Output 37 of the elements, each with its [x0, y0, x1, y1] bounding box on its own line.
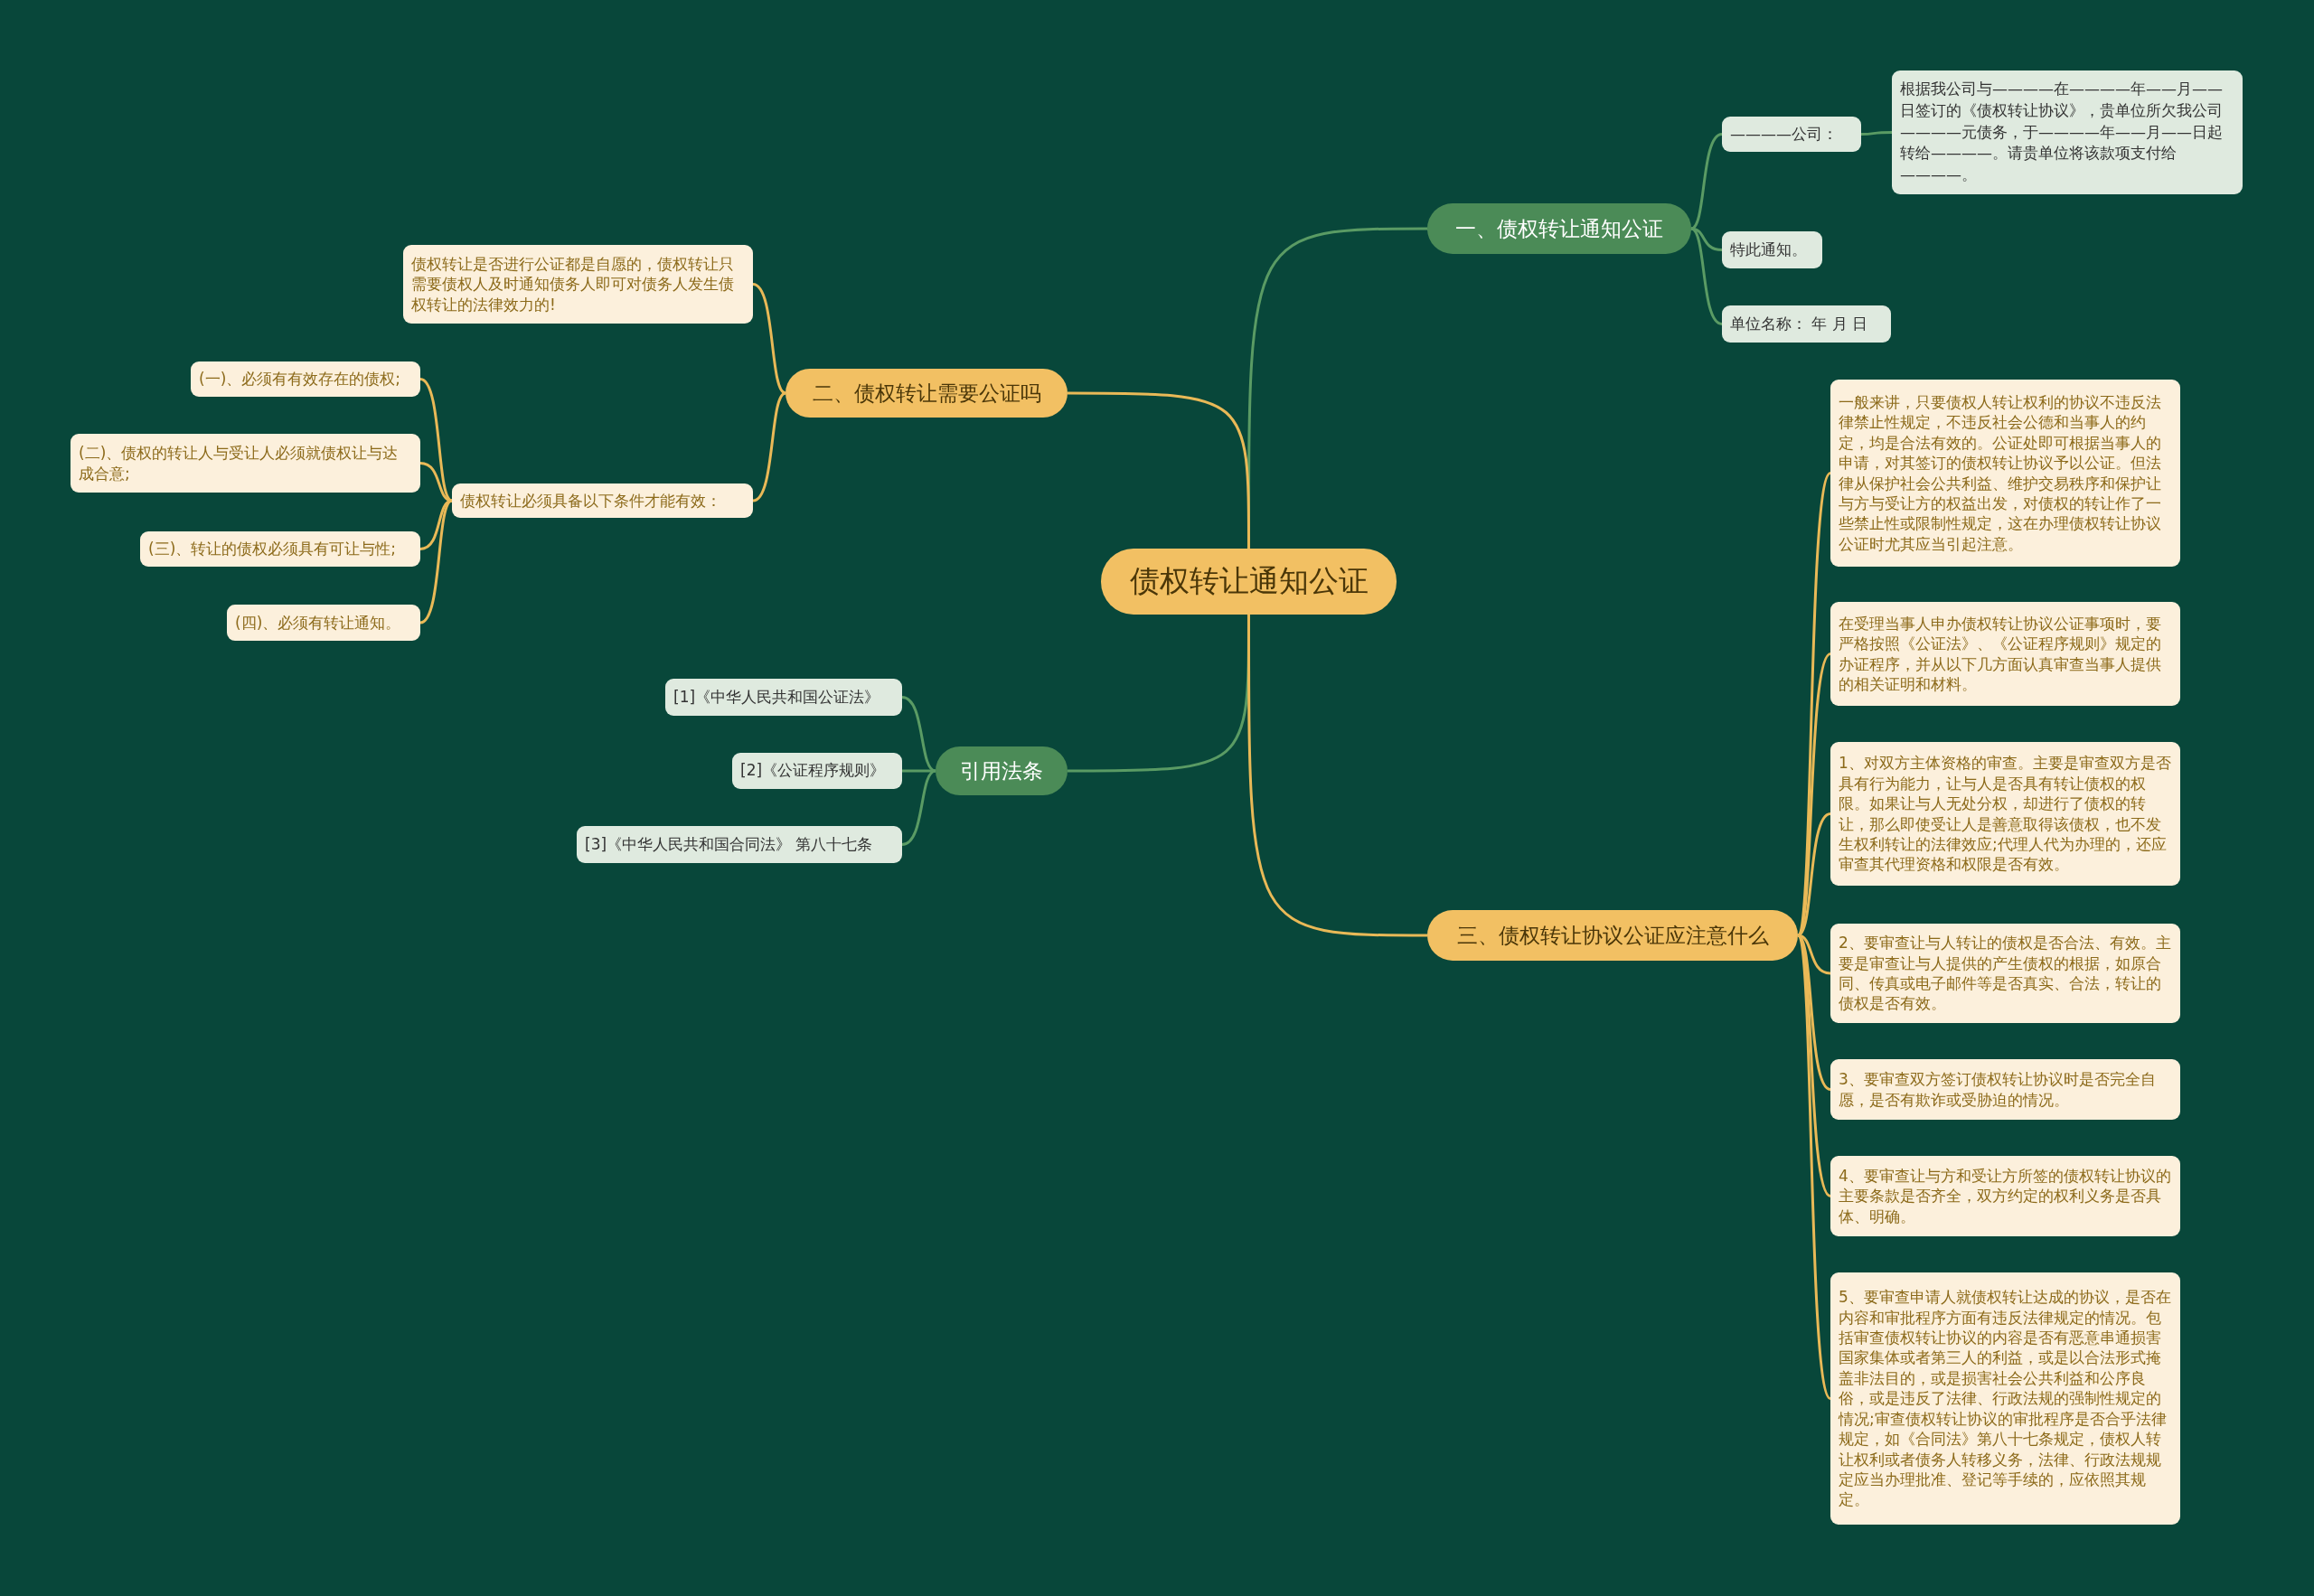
topic-box: 在受理当事人申办债权转让协议公证事项时，要严格按照《公证法》、《公证程序规则》规定的办证程序，并从以下几方面认真审查当事人提供的相关证明和材料。 — [1830, 602, 2180, 706]
connector-line — [901, 696, 936, 773]
connector-line — [1690, 133, 1723, 230]
connector-line — [901, 769, 936, 846]
central-topic: 债权转让通知公证 — [1101, 549, 1397, 615]
topic-box: 根据我公司与————在————年——月——日签订的《债权转让协议》，贵单位所欠我公司————元债务，于————年——月——日起转给————。请贵单位将该款项支付给————。 — [1892, 70, 2243, 194]
topic-box: [2]《公证程序规则》 — [732, 753, 902, 789]
topic-box: 1、对双方主体资格的审查。主要是审查双方是否具有行为能力，让与人是否具有转让债权的权限。如果让与人无处分权，却进行了债权的转让，那么即使受让人是善意取得该债权，也不发生权利转让的法律效应;代理人代为办理的，还应审查其代理资格和权限是否有效。 — [1830, 742, 2180, 886]
topic-box: 5、要审查申请人就债权转让达成的协议，是否在内容和审批程序方面有违反法律规定的情况。包括审查债权转让协议的内容是否有恶意串通损害国家集体或者第三人的利益，或是以合法形式掩盖非法目的，或是损害社会公共利益和公序良俗，或是违反了法律、行政法规的强制性规定的情况;审查债权转让协议的审批程序是否合乎法律规定，如《合同法》第八十七条规定，债权人转让权利或者债务人转移义务，法律、行政法规规定应当办理批准、登记等手续的，应依照其规定。 — [1830, 1272, 2180, 1525]
topic-box: (四)、必须有转让通知。 — [227, 605, 420, 641]
connector-line — [1068, 391, 1250, 549]
connector-line — [752, 283, 786, 395]
topic-box: 单位名称： 年 月 日 — [1722, 305, 1891, 343]
connector-line — [1861, 131, 1892, 136]
topic-box: 4、要审查让与方和受让方所签的债权转让协议的主要条款是否齐全，双方约定的权利义务是否具体、明确。 — [1830, 1156, 2180, 1236]
connector-line — [752, 391, 786, 502]
topic-box: 3、要审查双方签订债权转让协议时是否完全自愿，是否有欺诈或受胁迫的情况。 — [1830, 1059, 2180, 1120]
topic-box: 2、要审查让与人转让的债权是否合法、有效。主要是审查让与人提供的产生债权的根据，如原合同、传真或电子邮件等是否真实、合法，转让的债权是否有效。 — [1830, 924, 2180, 1023]
connector-line — [1247, 615, 1427, 937]
branch-topic: 引用法条 — [936, 746, 1068, 795]
topic-box: 债权转让是否进行公证都是自愿的，债权转让只需要债权人及时通知债务人即可对债务人发生债权转让的法律效力的! — [403, 245, 753, 324]
branch-topic: 一、债权转让通知公证 — [1427, 203, 1691, 254]
connector-line — [1796, 652, 1832, 936]
topic-box: 债权转让必须具备以下条件才能有效： — [452, 483, 753, 518]
branch-topic: 三、债权转让协议公证应注意什么 — [1427, 910, 1798, 961]
topic-box: ————公司： — [1722, 117, 1861, 152]
topic-box: (一)、必须有有效存在的债权; — [191, 361, 420, 397]
topic-box: 一般来讲，只要债权人转让权利的协议不违反法律禁止性规定，不违反社会公德和当事人的约定，均是合法有效的。公证处即可根据当事人的申请，对其签订的债权转让协议予以公证。但法律从保护社会公共利益、维护交易秩序和保护让与方与受让方的权益出发，对债权的转让作了一些禁止性或限制性规定，这在办理债权转让协议公证时尤其应当引起注意。 — [1830, 380, 2180, 567]
topic-box: (三)、转让的债权必须具有可让与性; — [140, 531, 420, 567]
topic-box: (二)、债权的转让人与受让人必须就债权让与达成合意; — [71, 434, 420, 493]
connector-line — [1690, 227, 1723, 325]
topic-box: [3]《中华人民共和国合同法》 第八十七条 — [577, 826, 902, 863]
topic-box: 特此通知。 — [1722, 231, 1822, 268]
connector-line — [419, 499, 453, 624]
branch-topic: 二、债权转让需要公证吗 — [785, 369, 1068, 418]
topic-box: [1]《中华人民共和国公证法》 — [665, 679, 902, 716]
connector-line — [1796, 934, 1832, 1400]
